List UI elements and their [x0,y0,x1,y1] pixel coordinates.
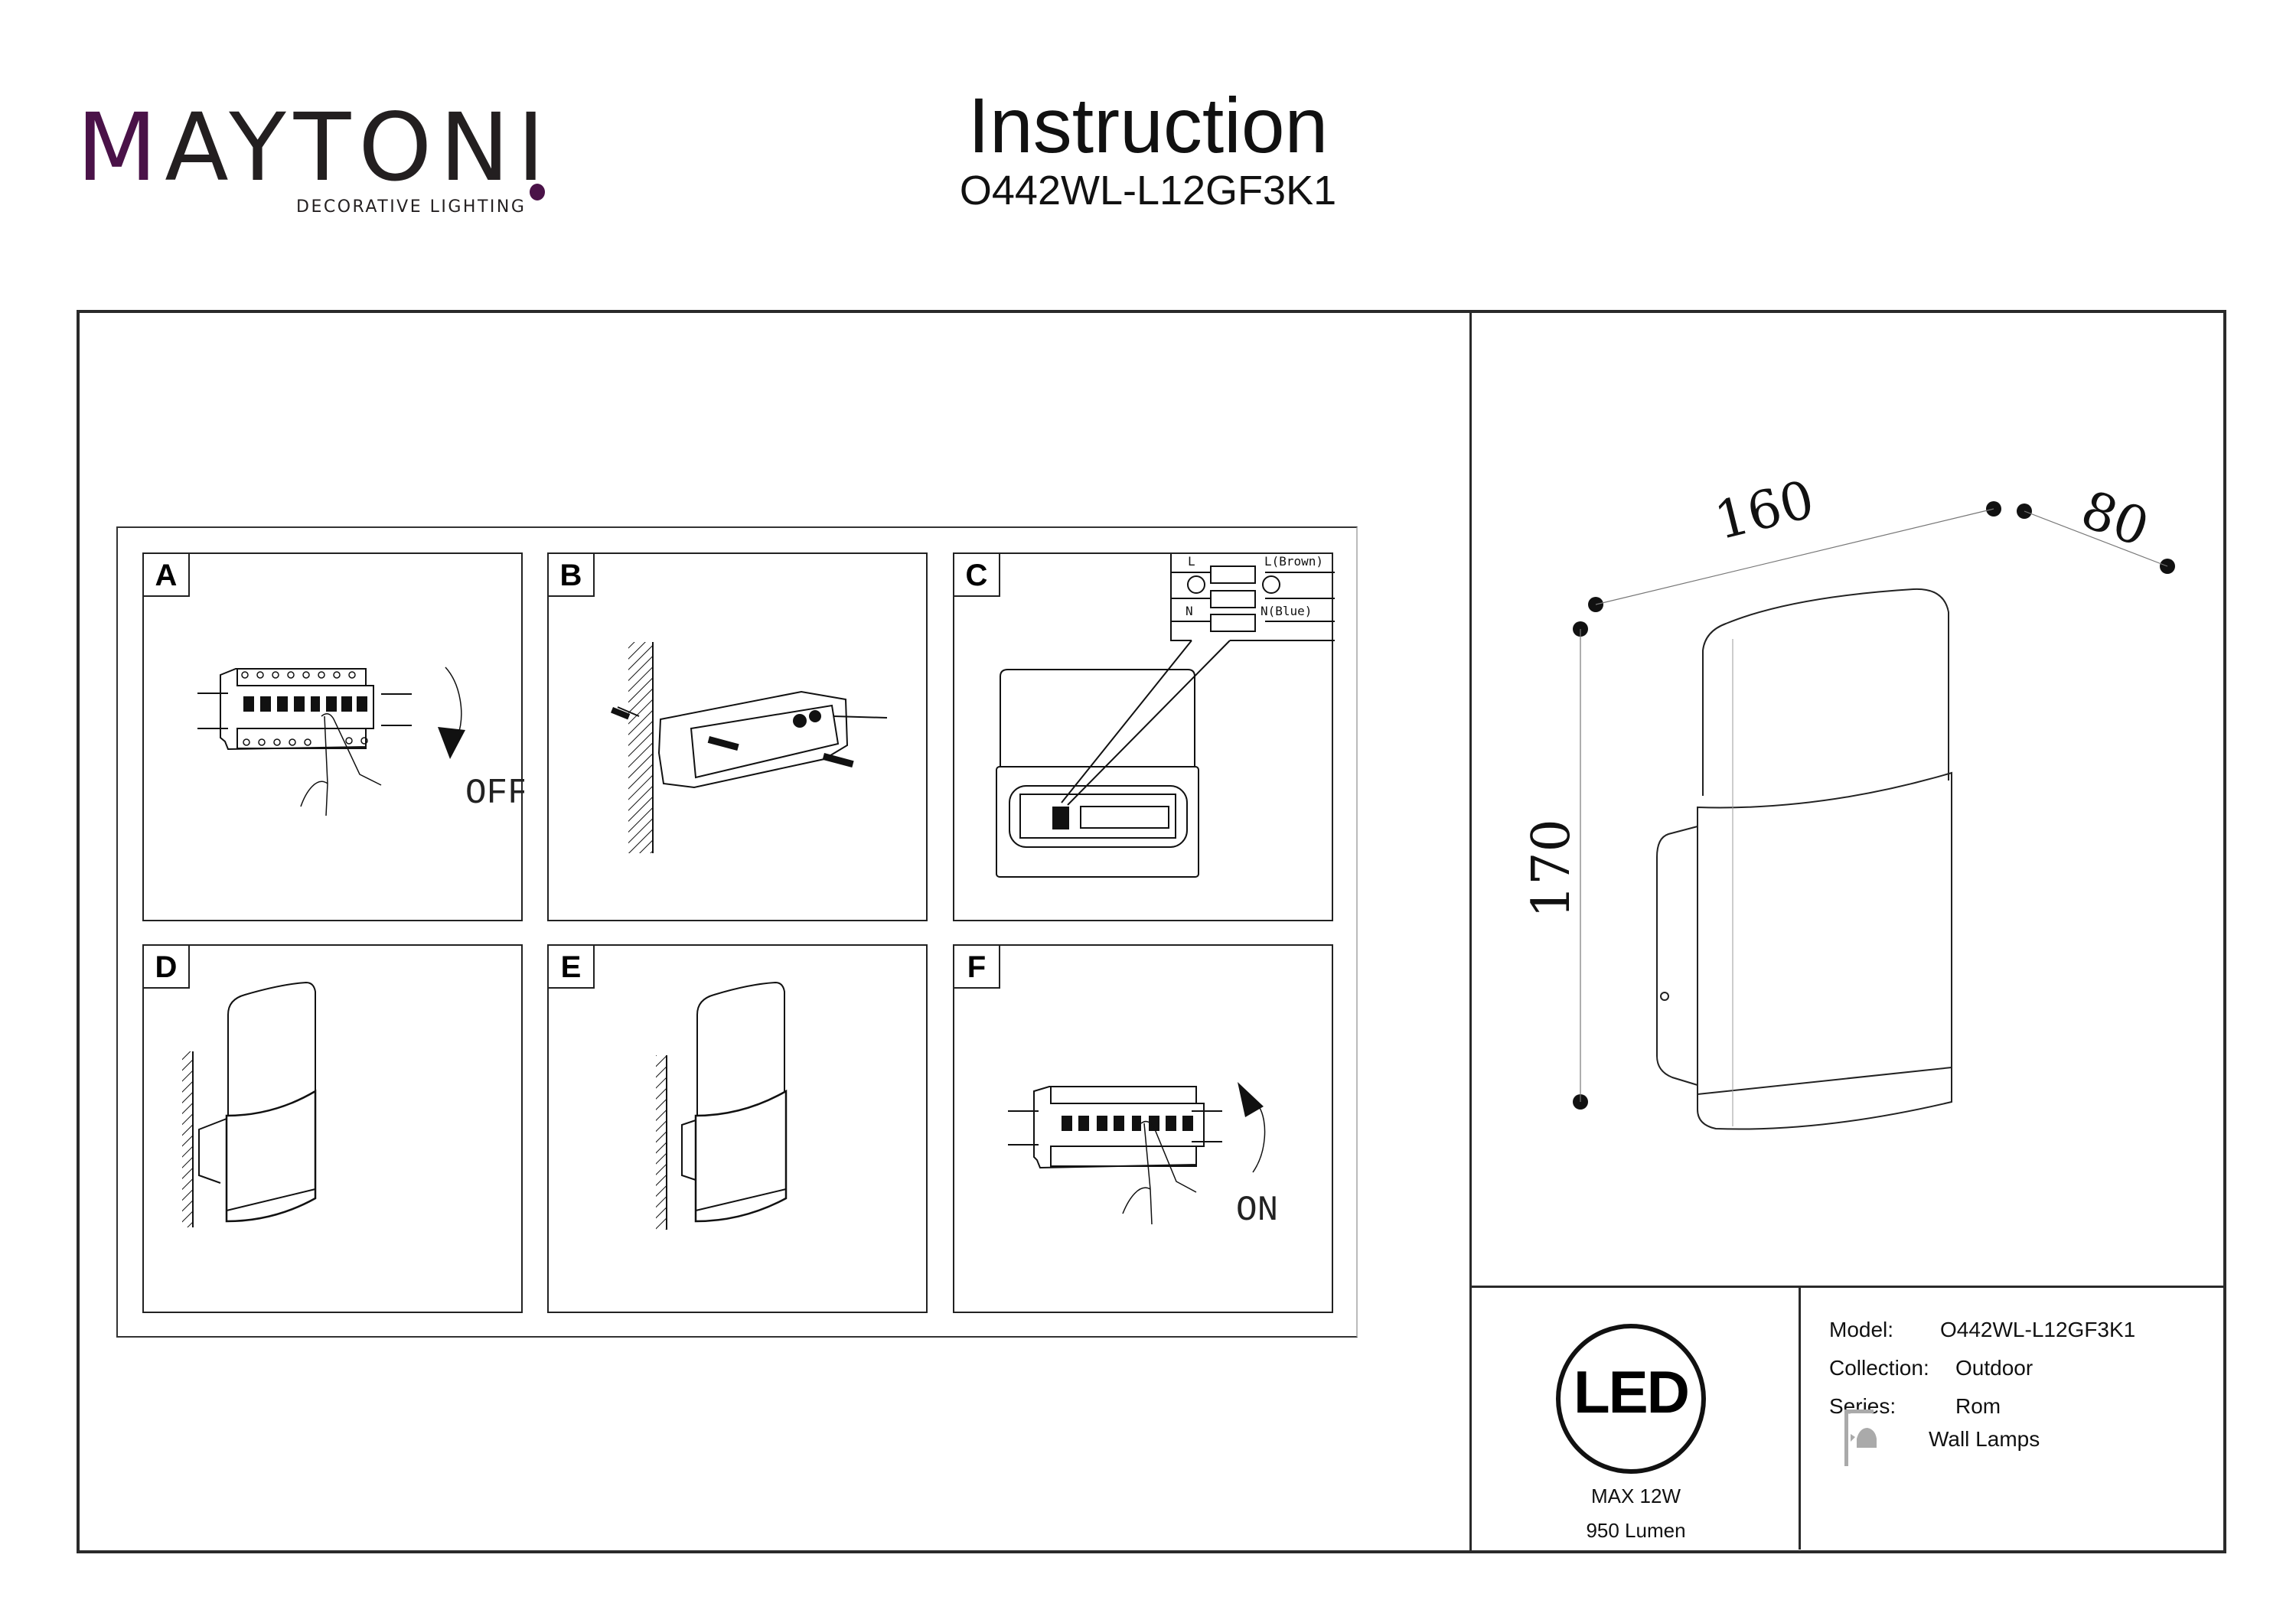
led-badge-text: LED [1574,1358,1690,1426]
step-caption: ON [1236,1191,1278,1230]
dimension-depth: 80 [2073,480,2156,559]
step-label: D [144,946,190,989]
spec-key-model: Model: [1829,1318,1894,1341]
page-frame [77,310,2226,1553]
step-panel-a: A OFF [142,552,524,921]
brand-wordmark-rest: AYTONI [165,93,553,202]
brand-tagline: DECORATIVE LIGHTING [296,197,527,217]
dimension-height: 170 [1521,819,1582,918]
step-label: C [954,554,1000,597]
breaker-off-illustration: OFF [197,666,524,816]
lamp-installed-illustration [656,981,788,1230]
document-model-code: O442WL-L12GF3K1 [959,168,1337,213]
wire-label-n: N [1186,604,1193,618]
dimension-drawing: 160 80 170 [1521,469,2175,1130]
spec-divider [1799,1286,1801,1550]
arrow-down-icon [438,727,465,759]
category-label: Wall Lamps [1929,1427,2040,1451]
spec-value-collection: Outdoor [1955,1356,2033,1380]
step-label: F [954,946,1000,989]
brand-logo-dot [530,184,545,200]
step-label: E [549,946,595,989]
step-panel-e: E [547,944,928,1313]
step-panel-b: B [547,552,928,921]
spec-key-collection: Collection: [1829,1356,1929,1380]
breaker-on-illustration: ON [1008,1082,1278,1230]
led-badge: LED [1556,1324,1706,1474]
spec-key-series: Series: [1829,1394,1896,1418]
max-power: MAX 12W [1590,1484,1681,1507]
wiring-illustration: L N L(Brown) N(Blue) [996,554,1335,878]
bracket-mount-illustration [611,642,888,853]
wall-lamp-icon [1844,1410,1877,1466]
brand-logo: MAYTONI DECORATIVE LIGHTING [77,90,551,228]
luminous-flux: 950 Lumen [1586,1519,1686,1542]
spec-value-series: Rom [1955,1394,2001,1418]
wall-hatch [628,642,653,853]
step-panel-d: D [142,944,523,1313]
frame-divider-horizontal [1469,1286,2223,1288]
brand-wordmark: MAYTONI [77,93,553,202]
installation-steps: A OFF [116,526,1358,1338]
lamp-attach-illustration [182,981,317,1227]
step-panel-f: F ON [953,944,1333,1313]
dimension-width: 160 [1709,469,1820,552]
step-label: B [549,554,595,597]
frame-divider-vertical [1469,310,1472,1550]
arrow-up-icon [1238,1082,1264,1117]
document-title: Instruction [967,82,1329,169]
wire-label-blue: N(Blue) [1261,604,1312,618]
step-caption: OFF [465,774,524,813]
wire-label-l: L [1188,554,1195,569]
step-panel-c: C L N L(Brown) [953,552,1335,921]
spec-value-model: O442WL-L12GF3K1 [1940,1318,2136,1341]
step-label: A [144,554,190,597]
wire-label-brown: L(Brown) [1264,554,1323,569]
